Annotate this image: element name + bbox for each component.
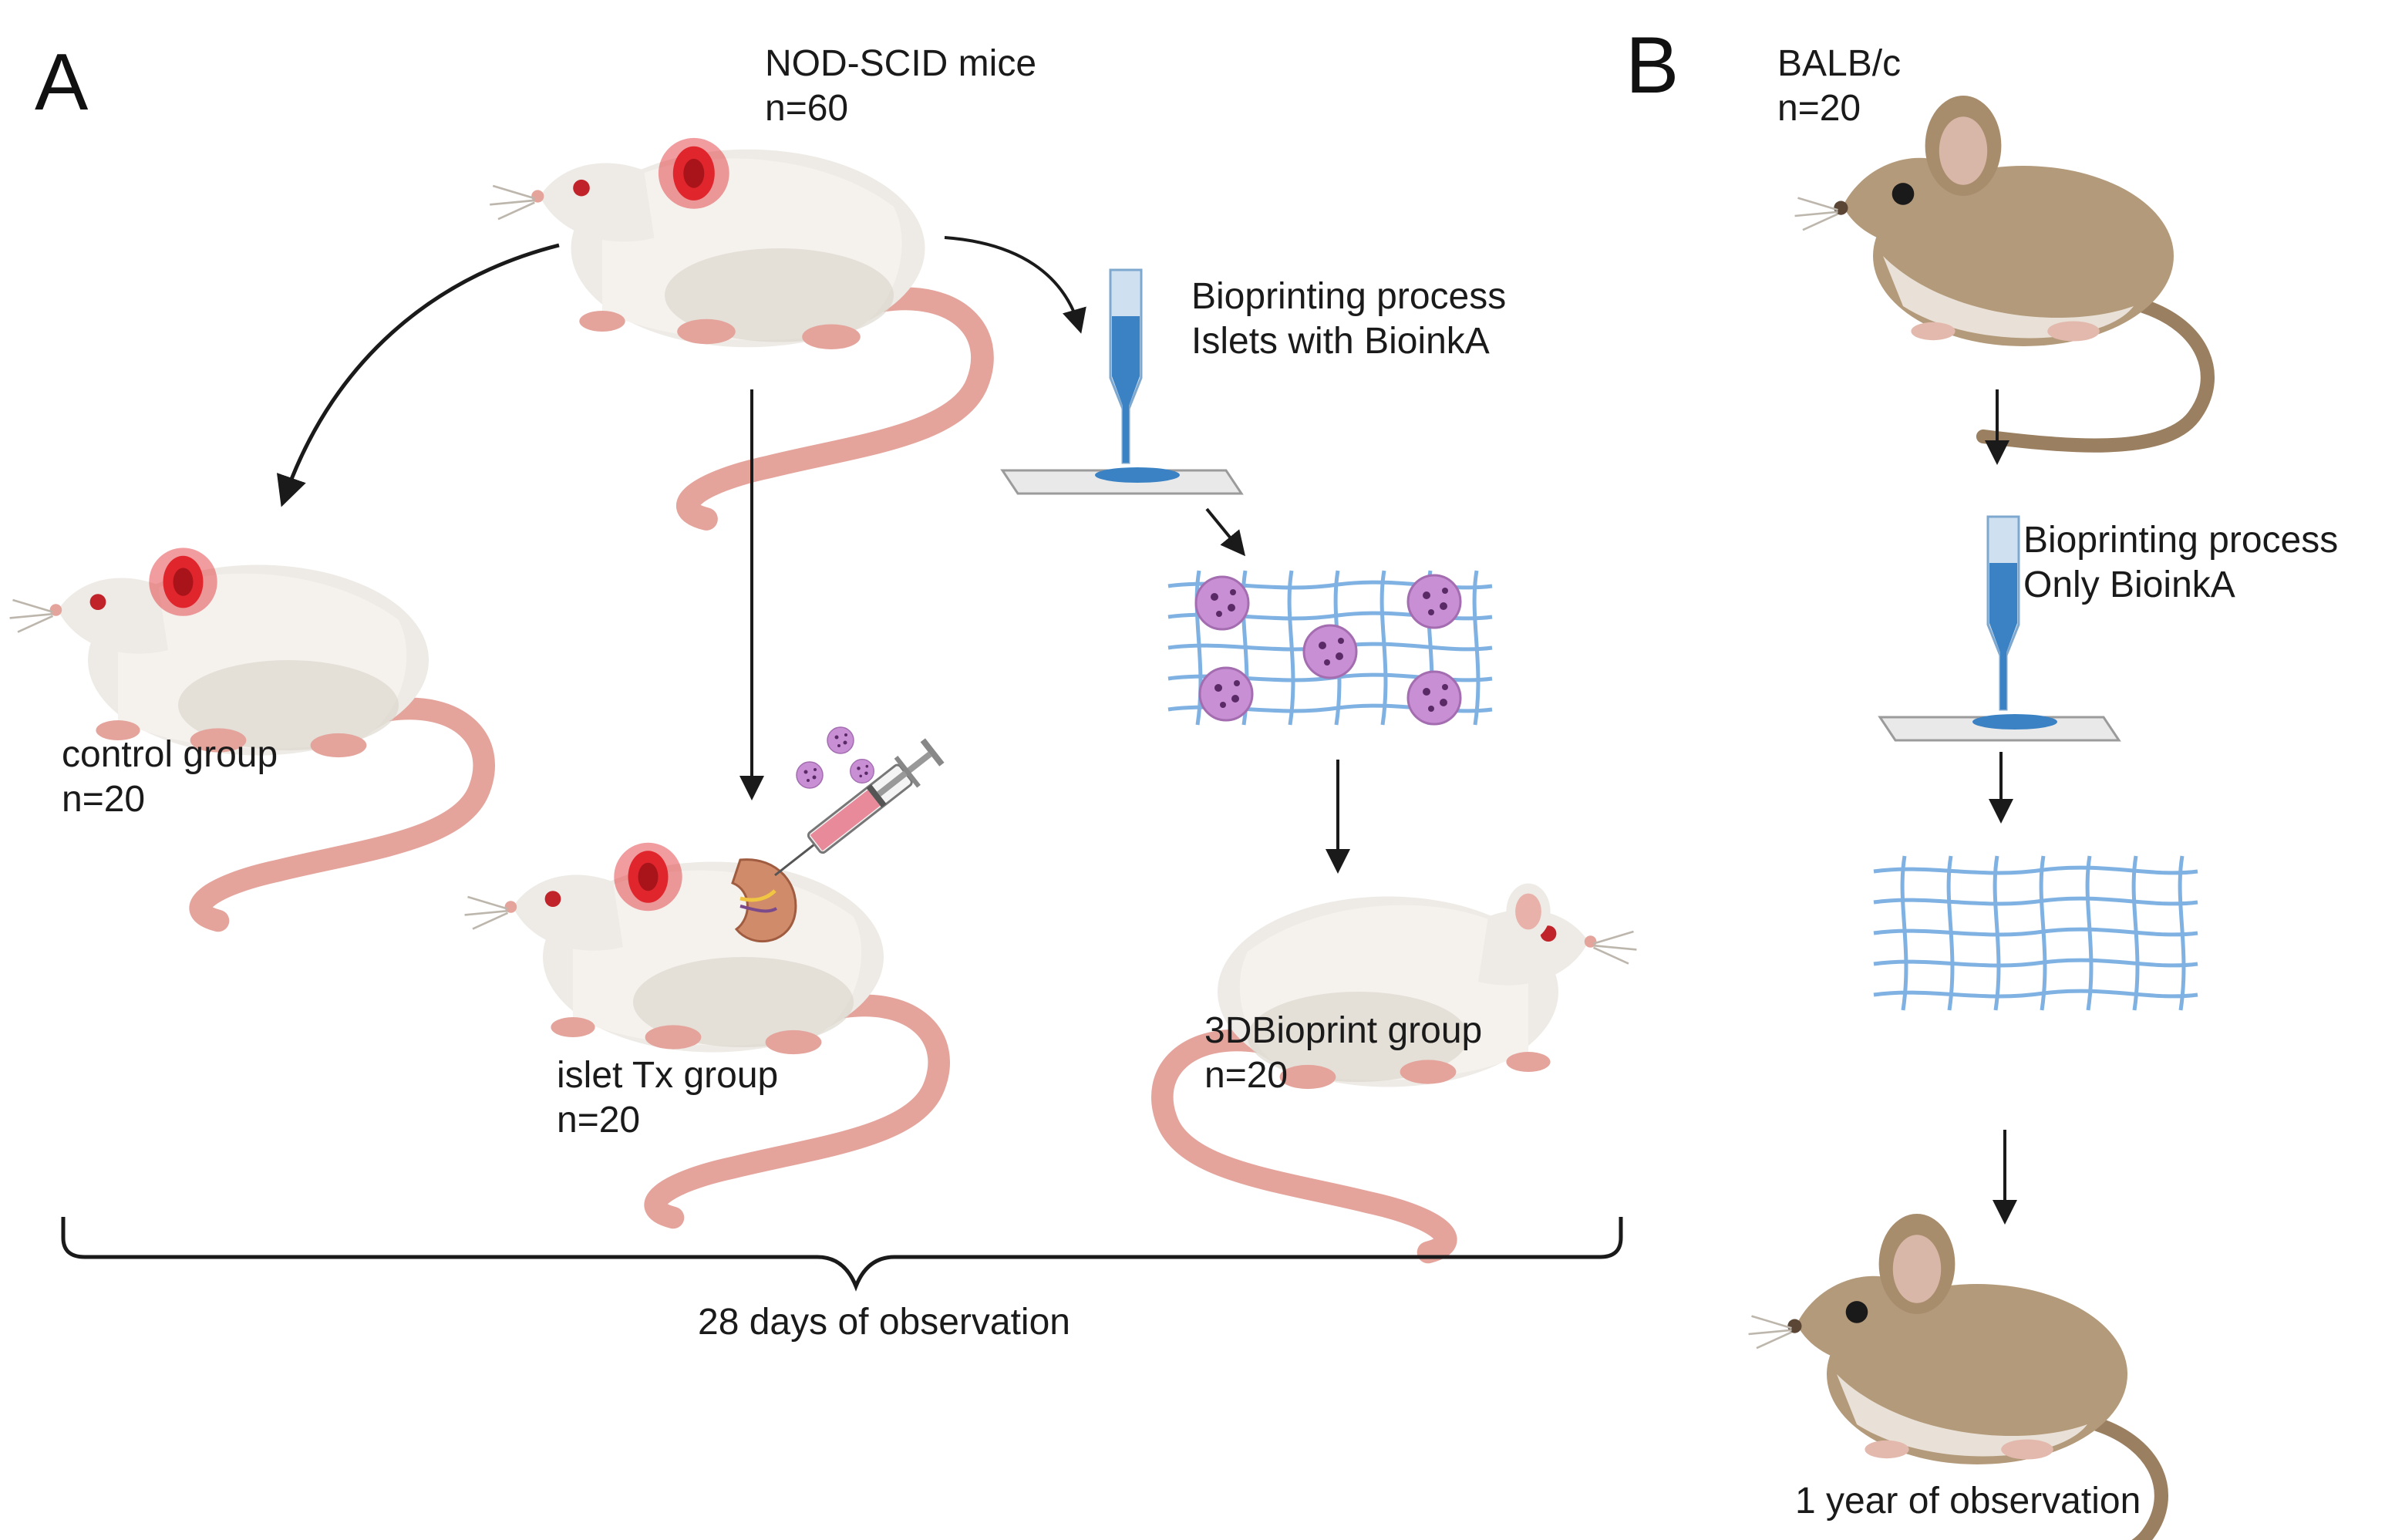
3dbioprint-group-n: n=20 (1204, 1055, 1289, 1096)
nod-scid-source-mouse-icon (490, 137, 982, 519)
islet-group-n: n=20 (557, 1100, 641, 1141)
panel-b-letter: B (1625, 21, 1679, 110)
islet-tx-group-mouse-icon (465, 842, 939, 1218)
balbc-source-mouse-icon (1795, 96, 2208, 446)
control-group-name: control group (62, 734, 278, 775)
kidney-icon (731, 858, 797, 942)
nod-scid-n-label: n=60 (765, 88, 849, 129)
syringe-icon (774, 738, 945, 877)
panel-a-letter: A (35, 38, 89, 127)
bioprint-only-line2: Only BioinkA (2023, 564, 2235, 605)
arrow-to-bioprint-icon (944, 236, 1086, 334)
islet-group-name: islet Tx group (557, 1055, 779, 1096)
observation-1-year-label: 1 year of observation (1795, 1481, 2141, 1521)
balbc-strain-label: BALB/c (1777, 43, 1902, 84)
islet-scaffold-icon (1168, 571, 1492, 725)
balbc-n-label: n=20 (1777, 88, 1861, 129)
observation-28-days-label: 28 days of observation (698, 1302, 1070, 1343)
arrow-to-scaffold-icon (1205, 507, 1246, 557)
nod-scid-strain-label: NOD-SCID mice (765, 43, 1037, 84)
free-islets-icon (796, 726, 874, 789)
control-group-n: n=20 (62, 779, 146, 820)
bioprint-only-line1: Bioprinting process (2023, 520, 2339, 561)
empty-scaffold-icon (1874, 856, 2198, 1010)
3dbioprint-group-name: 3DBioprint group (1204, 1010, 1483, 1051)
3dbioprint-group-mouse-icon (1162, 883, 1636, 1252)
arrow-to-control-icon (276, 243, 560, 507)
bioprint-islets-line1: Bioprinting process (1191, 276, 1507, 317)
bioprint-islets-line2: Islets with BioinkA (1191, 321, 1490, 362)
observation-brace-icon (61, 1217, 1623, 1292)
